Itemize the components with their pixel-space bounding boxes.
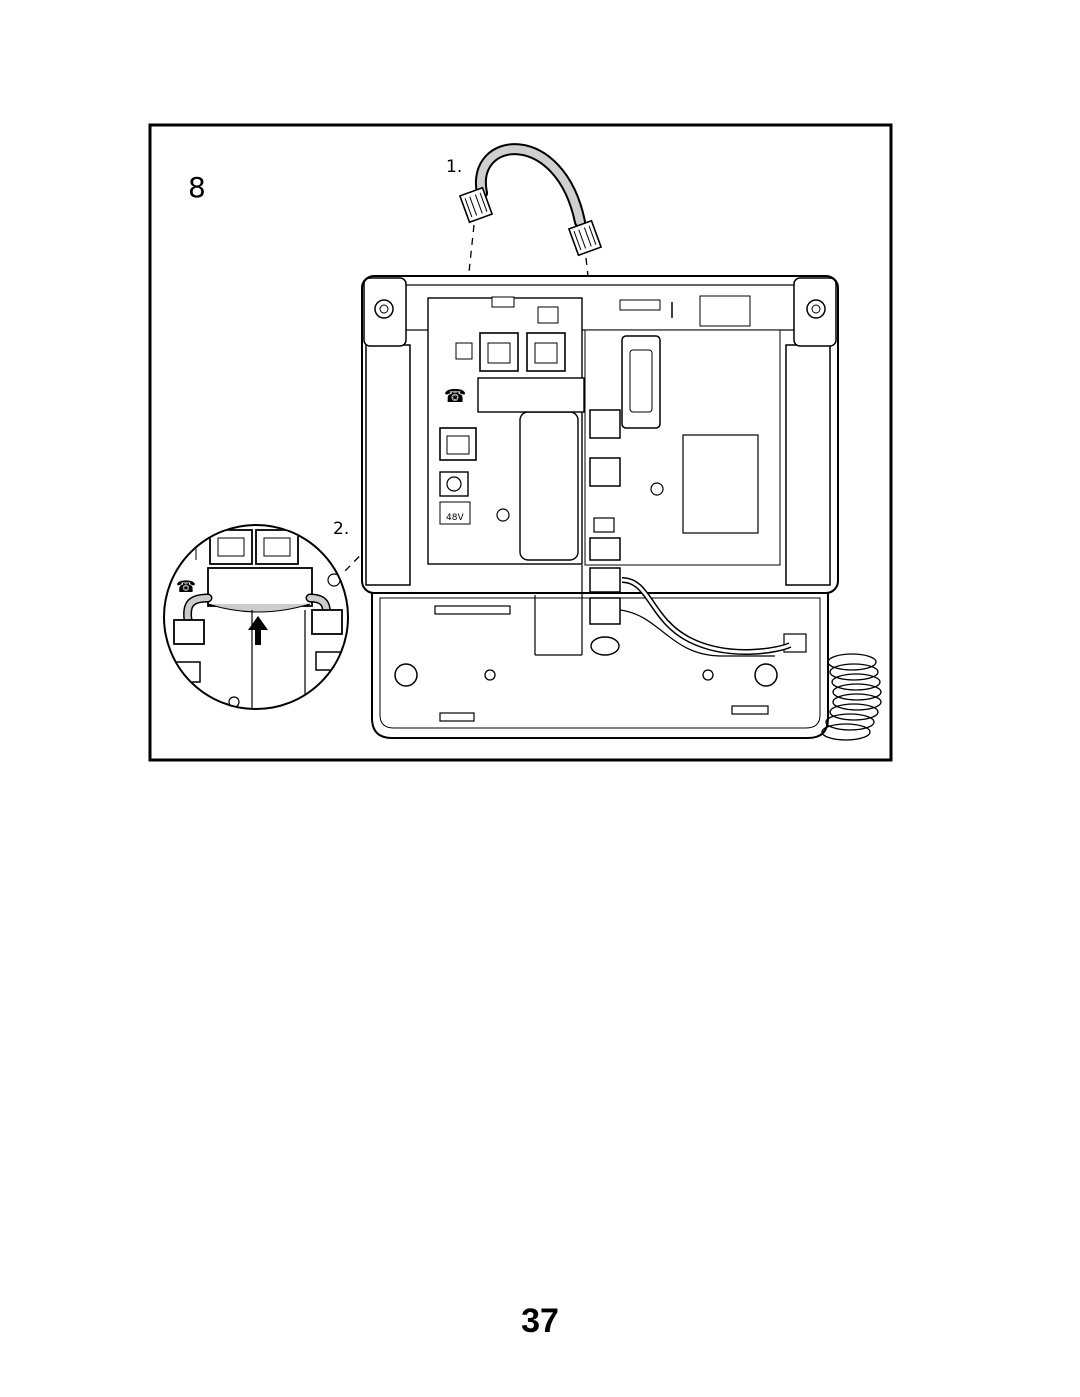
svg-text:48V: 48V	[446, 513, 464, 523]
magnifier-phone-icon: ☎	[176, 577, 196, 596]
callout-2-label: 2.	[333, 519, 349, 539]
phone-base	[361, 275, 839, 739]
rj45-plug-right	[567, 219, 603, 257]
power-port-label: 48V	[439, 501, 471, 525]
page-number: 37	[521, 1302, 559, 1340]
panel-jacks	[439, 296, 585, 497]
network-cable	[474, 143, 586, 228]
step-number: 8	[188, 171, 206, 204]
push-arrow-icon	[248, 616, 268, 645]
detail-magnifier: ☎	[163, 524, 349, 710]
phone-line-icon: ☎	[444, 386, 466, 407]
handset-coil-cord	[821, 653, 882, 741]
callout-1-label: 1.	[446, 157, 462, 177]
rj45-plug-left	[458, 186, 494, 224]
